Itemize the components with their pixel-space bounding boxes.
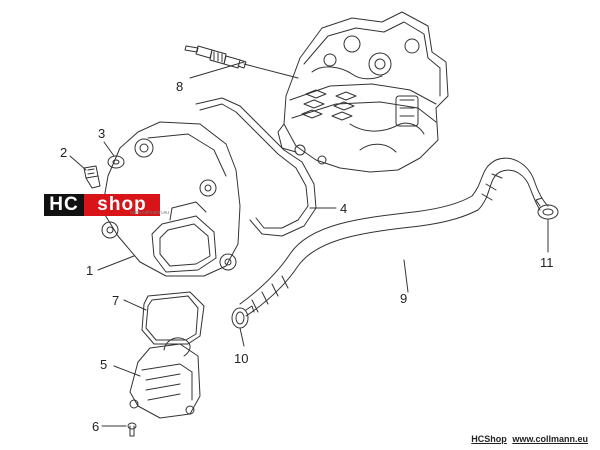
leader-line-1 [97,255,135,271]
logo-watermark: www.collmann.eu [130,210,169,216]
leader-line-7 [123,299,147,311]
leader-line-8b [243,63,299,79]
footer-credit: HCShop www.collmann.eu [471,434,588,444]
callout-6: 6 [92,419,100,434]
filter-gasket-drawing [123,291,205,345]
callout-9: 9 [400,291,408,306]
breather-housing-drawing [113,337,201,419]
hose-clamp-11-drawing [535,197,559,253]
logo-shop-text: shop [84,194,160,216]
leader-line-8 [189,61,245,79]
hc-shop-logo: HC shop [44,194,160,216]
breather-hose-drawing [239,157,549,317]
callout-3: 3 [98,126,106,141]
valve-cover-drawing [97,121,241,277]
leader-line-2 [69,155,87,171]
leader-line-10 [239,327,245,347]
callout-11: 11 [540,255,554,270]
bolt-and-washer-drawing [69,141,125,189]
leader-line-9 [403,259,409,293]
callout-8: 8 [176,79,184,94]
callout-7: 7 [112,293,120,308]
hose-clamp-10-drawing [231,305,255,347]
leader-line-5 [113,365,141,377]
leader-line-3 [103,141,115,157]
valve-cover-gasket-drawing [195,97,337,237]
callout-4: 4 [340,201,348,216]
spark-plug-drawing [184,45,247,79]
callout-2: 2 [60,145,68,160]
callout-5: 5 [100,357,108,372]
footer-url[interactable]: www.collmann.eu [512,434,588,444]
footer-brand: HCShop [471,434,507,444]
callout-10: 10 [234,351,249,366]
cylinder-head-drawing [277,11,449,173]
logo-hc-text: HC [44,194,84,216]
callout-1: 1 [86,263,94,278]
screw-drawing [101,422,137,437]
